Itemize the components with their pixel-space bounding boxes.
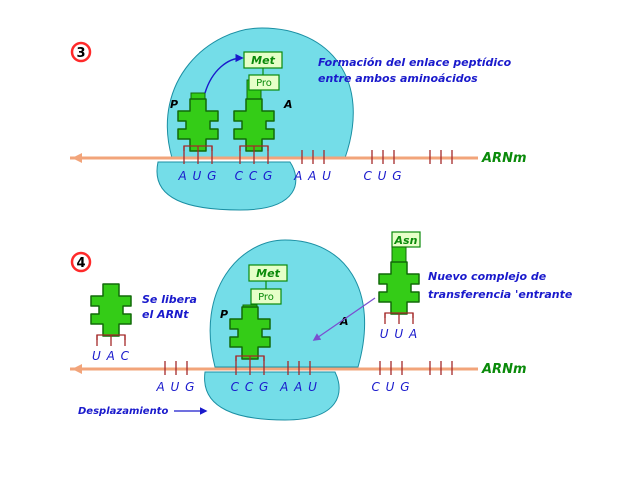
step4-released-line2: el ARNt xyxy=(142,308,189,321)
step3-codon-4: C U G xyxy=(363,169,402,183)
step4-incoming-trna: Asn U U A xyxy=(379,232,420,341)
step3-codon-1: A U G xyxy=(178,169,218,183)
step3-number-badge: 3 xyxy=(72,43,90,61)
step4-codons: A U G C C G A A U C U G xyxy=(156,380,411,394)
step4-shift-label: Desplazamiento xyxy=(78,406,168,417)
step3-caption-line1: Formación del enlace peptídico xyxy=(318,56,512,69)
step3-codon-2: C C G xyxy=(235,169,274,183)
step4-released-line1: Se libera xyxy=(142,293,197,306)
step4-amino-asn: Asn xyxy=(394,234,418,247)
step3-mrna-label: ARNm xyxy=(481,151,527,166)
step3-codon-3: A A U xyxy=(293,169,332,183)
step3-caption-line2: entre ambos aminoácidos xyxy=(318,72,478,85)
step3-site-p: P xyxy=(170,98,178,111)
step4-mrna-label: ARNm xyxy=(481,362,527,377)
step4-number-badge: 4 xyxy=(72,253,90,271)
step4-site-p: P xyxy=(220,308,228,321)
step3-number: 3 xyxy=(76,46,85,61)
step4-number: 4 xyxy=(76,256,85,271)
step4-incoming-line2: transferencia 'entrante xyxy=(428,288,573,301)
step4-incoming-line1: Nuevo complejo de xyxy=(428,270,547,283)
step4-released-trna: U A C xyxy=(91,284,131,363)
step4-panel: 4 U A C Se libera xyxy=(70,232,573,420)
step4-codon-3: A A U xyxy=(279,380,318,394)
step4-codon-1: A U G xyxy=(156,380,196,394)
step4-codon-4: C U G xyxy=(371,380,410,394)
step4-amino-pro: Pro xyxy=(258,292,274,303)
step3-amino-met: Met xyxy=(251,54,275,67)
step4-incoming-anticodon: U U A xyxy=(380,327,418,341)
step4-amino-met: Met xyxy=(256,267,280,280)
step3-site-a: A xyxy=(283,98,293,111)
step3-panel: 3 xyxy=(70,28,527,210)
step4-codon-2: C C G xyxy=(231,380,270,394)
step3-amino-pro: Pro xyxy=(256,78,272,89)
step4-released-anticodon: U A C xyxy=(92,349,130,363)
